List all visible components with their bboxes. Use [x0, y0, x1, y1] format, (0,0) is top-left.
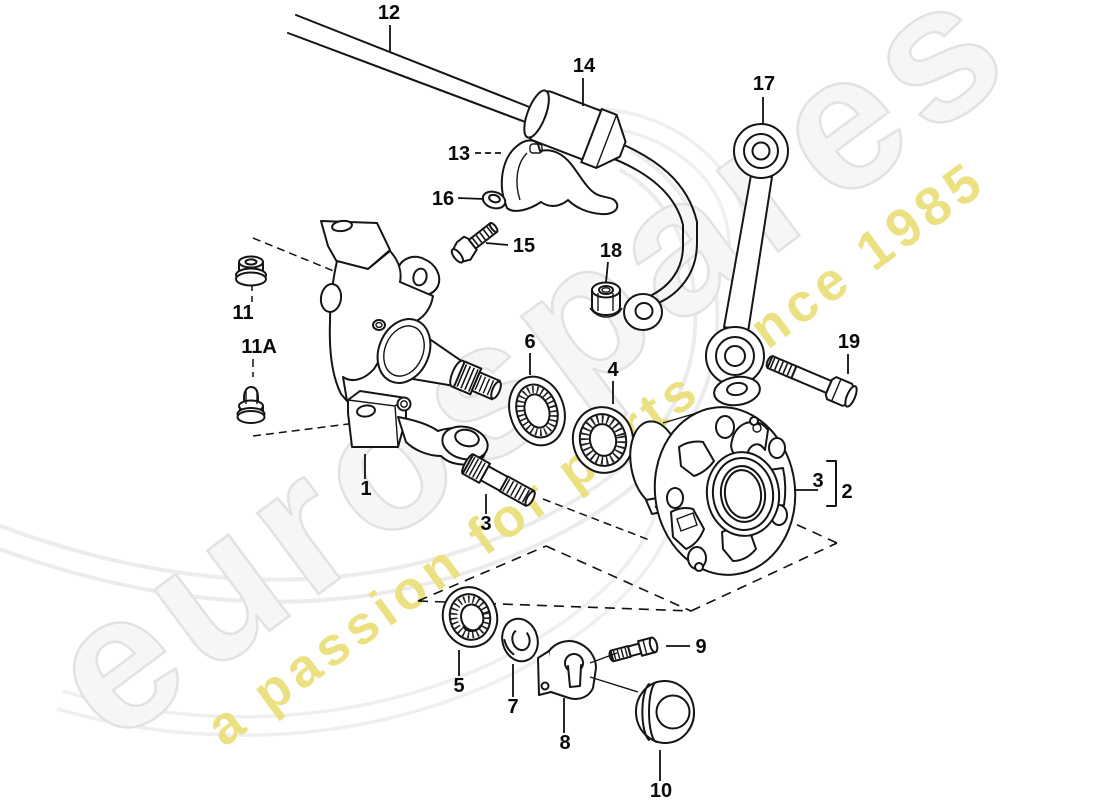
callout-10[interactable]: 10	[650, 780, 672, 800]
clamp-bracket	[500, 139, 619, 216]
hub-group-bracket	[794, 460, 837, 507]
bearing-4	[571, 406, 635, 474]
hub-cap	[634, 680, 696, 744]
callout-leaders	[364, 25, 849, 781]
callout-16[interactable]: 16	[432, 188, 454, 210]
stabilizer-bushing	[523, 89, 627, 169]
washer-16	[481, 190, 507, 210]
callouts: 12 14 13 16 15 17 18 11 11A 6 4 19 1 3 3…	[232, 2, 860, 800]
shaft-seal	[508, 375, 566, 447]
callout-1[interactable]: 1	[360, 478, 371, 500]
cap-nut-11a	[236, 386, 266, 424]
callout-15[interactable]: 15	[513, 235, 535, 257]
callout-12[interactable]: 12	[378, 2, 400, 24]
bolt-9	[608, 636, 659, 663]
callout-14[interactable]: 14	[573, 55, 596, 77]
callout-9[interactable]: 9	[695, 636, 706, 658]
callout-11a[interactable]: 11A	[241, 336, 277, 358]
bolt-19	[765, 355, 858, 408]
callout-5[interactable]: 5	[453, 675, 464, 697]
callout-19[interactable]: 19	[838, 331, 860, 353]
callout-17[interactable]: 17	[753, 73, 775, 95]
clamping-piece	[537, 640, 597, 700]
callout-4[interactable]: 4	[607, 359, 619, 381]
callout-13[interactable]: 13	[448, 143, 470, 165]
callout-7[interactable]: 7	[507, 696, 518, 718]
callout-11[interactable]: 11	[232, 302, 253, 324]
assembly-lines	[589, 652, 639, 693]
callout-2[interactable]: 2	[841, 481, 852, 503]
steering-knuckle	[319, 219, 502, 466]
callout-6[interactable]: 6	[524, 331, 535, 353]
nut-18	[589, 281, 623, 318]
nut-11	[235, 255, 267, 287]
stabilizer-bar	[287, 14, 698, 331]
thrust-washer	[501, 617, 539, 663]
callout-18[interactable]: 18	[600, 240, 622, 262]
bearing-5	[441, 586, 499, 648]
wheel-stud	[461, 453, 536, 507]
bolt-15	[450, 221, 499, 264]
callout-3[interactable]: 3	[480, 513, 491, 535]
stabilizer-link	[705, 123, 789, 407]
wheel-hub	[629, 406, 797, 576]
callout-8[interactable]: 8	[559, 732, 570, 754]
callout-3-group[interactable]: 3	[812, 470, 823, 492]
